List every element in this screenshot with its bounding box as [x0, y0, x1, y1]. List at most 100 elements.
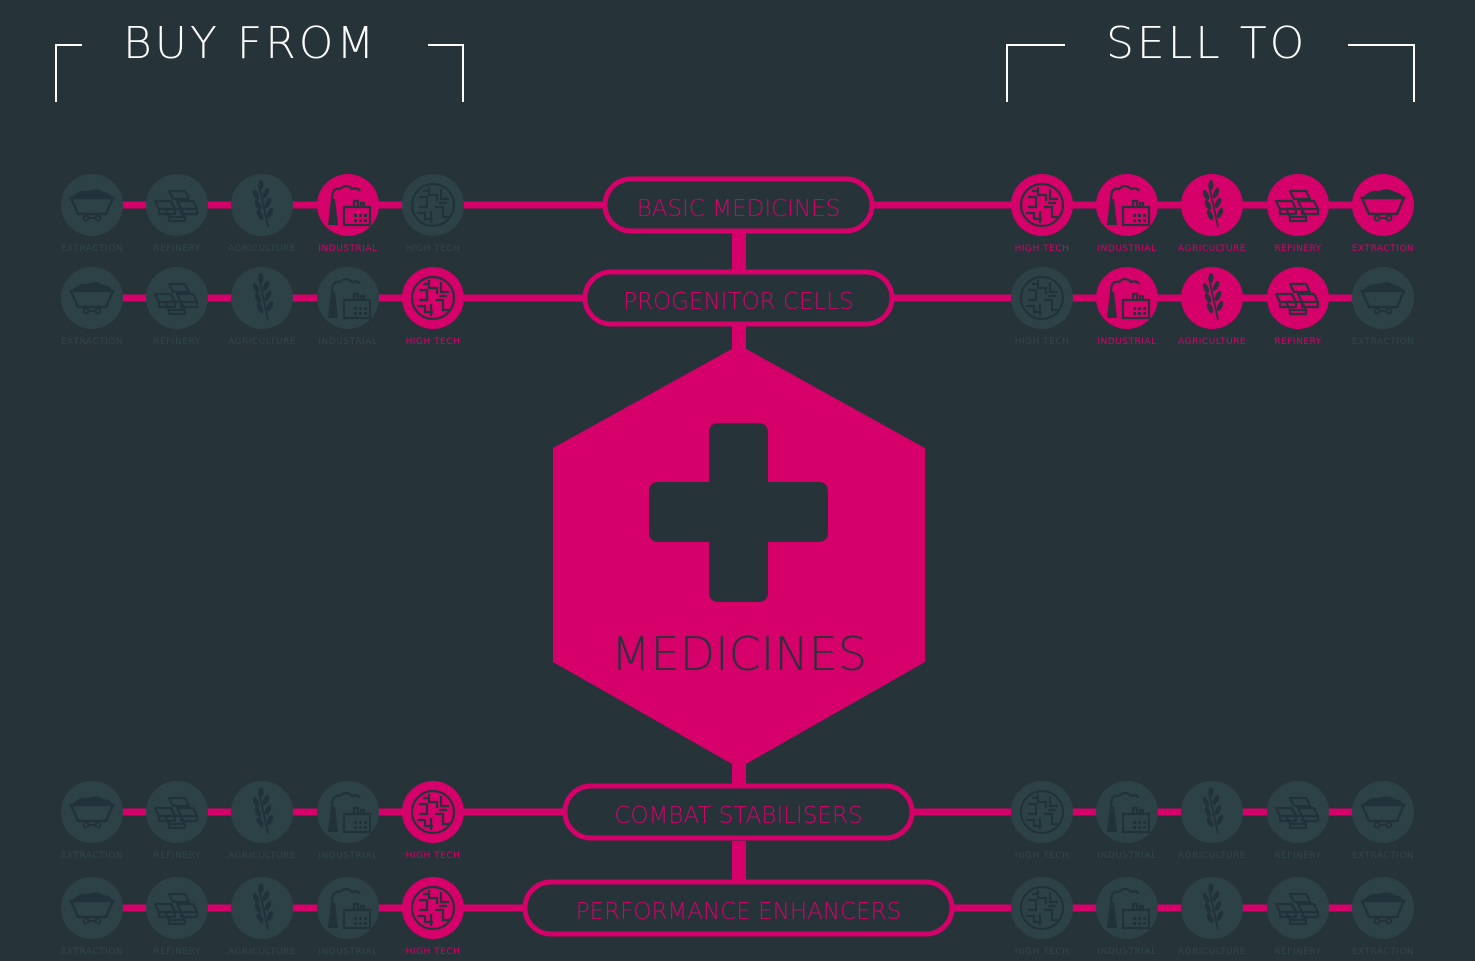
sector-label: HIGH TECH [1015, 947, 1070, 957]
vertical-connector [732, 233, 746, 273]
buy-sector-agriculture[interactable]: AGRICULTURE [228, 781, 296, 861]
sector-label: REFINERY [1274, 337, 1321, 347]
sell-sector-hightech[interactable]: HIGH TECH [1011, 781, 1073, 861]
sell-sector-extraction[interactable]: EXTRACTION [1352, 877, 1414, 957]
sell-sector-extraction[interactable]: EXTRACTION [1352, 267, 1414, 347]
buy-sector-refinery[interactable]: REFINERY [146, 174, 208, 254]
sell-sector-industrial[interactable]: INDUSTRIAL [1096, 267, 1158, 347]
product-row: BASIC MEDICINES EXTRACTION REFINERY AGRICUL… [61, 174, 1414, 254]
sector-label: INDUSTRIAL [1097, 244, 1156, 254]
sector-label: HIGH TECH [1015, 244, 1070, 254]
sector-circle [1181, 267, 1243, 329]
sector-label: EXTRACTION [61, 244, 123, 254]
buy-sector-industrial[interactable]: INDUSTRIAL [317, 781, 379, 861]
sell-sector-agriculture[interactable]: AGRICULTURE [1178, 877, 1246, 957]
buy-sector-hightech[interactable]: HIGH TECH [402, 781, 464, 861]
sell-to-title: SELL TO [1106, 18, 1308, 69]
sell-sector-industrial[interactable]: INDUSTRIAL [1096, 174, 1158, 254]
medical-cross-icon [649, 423, 828, 602]
product-pill[interactable] [522, 879, 955, 937]
sector-label: HIGH TECH [1015, 851, 1070, 861]
product-pill[interactable] [582, 269, 895, 327]
sector-circle [317, 877, 379, 939]
sector-label: EXTRACTION [1352, 947, 1414, 957]
sell-sector-refinery[interactable]: REFINERY [1267, 174, 1329, 254]
buy-sector-refinery[interactable]: REFINERY [146, 877, 208, 957]
sector-circle [1096, 877, 1158, 939]
sell-sector-extraction[interactable]: EXTRACTION [1352, 174, 1414, 254]
sector-circle [1181, 174, 1243, 236]
sector-label: HIGH TECH [406, 851, 461, 861]
sell-sector-hightech[interactable]: HIGH TECH [1011, 267, 1073, 347]
sell-sector-agriculture[interactable]: AGRICULTURE [1178, 267, 1246, 347]
sector-label: REFINERY [153, 947, 200, 957]
sell-sector-hightech[interactable]: HIGH TECH [1011, 174, 1073, 254]
buy-sector-extraction[interactable]: EXTRACTION [61, 174, 123, 254]
bracket-corner [55, 44, 82, 102]
buy-sector-extraction[interactable]: EXTRACTION [61, 877, 123, 957]
sector-circle [231, 781, 293, 843]
buy-sector-extraction[interactable]: EXTRACTION [61, 267, 123, 347]
sector-label: HIGH TECH [1015, 337, 1070, 347]
sell-sector-extraction[interactable]: EXTRACTION [1352, 781, 1414, 861]
sell-sector-refinery[interactable]: REFINERY [1267, 781, 1329, 861]
buy-sector-industrial[interactable]: INDUSTRIAL [317, 174, 379, 254]
sector-label: INDUSTRIAL [318, 851, 377, 861]
sell-sector-refinery[interactable]: REFINERY [1267, 877, 1329, 957]
sell-sector-refinery[interactable]: REFINERY [1267, 267, 1329, 347]
sector-circle [1352, 174, 1414, 236]
vertical-connector [732, 841, 746, 883]
sector-circle [1096, 174, 1158, 236]
sector-circle [1267, 781, 1329, 843]
product-name: PROGENITOR CELLS [623, 289, 854, 315]
sector-circle [1096, 267, 1158, 329]
buy-sector-refinery[interactable]: REFINERY [146, 267, 208, 347]
buy-sector-extraction[interactable]: EXTRACTION [61, 781, 123, 861]
sector-label: HIGH TECH [406, 337, 461, 347]
sector-label: INDUSTRIAL [1097, 851, 1156, 861]
product-row: PERFORMANCE ENHANCERS EXTRACTION REFINERY A… [61, 877, 1414, 957]
sell-sector-agriculture[interactable]: AGRICULTURE [1178, 174, 1246, 254]
sell-sector-agriculture[interactable]: AGRICULTURE [1178, 781, 1246, 861]
product-name: BASIC MEDICINES [637, 196, 841, 222]
product-pill[interactable] [562, 783, 915, 841]
sector-circle [1267, 267, 1329, 329]
bracket-corner [1348, 44, 1415, 102]
product-pill[interactable] [602, 176, 875, 234]
sell-sector-industrial[interactable]: INDUSTRIAL [1096, 781, 1158, 861]
sector-label: REFINERY [1274, 244, 1321, 254]
buy-sector-industrial[interactable]: INDUSTRIAL [317, 877, 379, 957]
sector-circle [1352, 877, 1414, 939]
sector-label: EXTRACTION [61, 851, 123, 861]
buy-from-title: BUY FROM [123, 18, 378, 69]
buy-sector-refinery[interactable]: REFINERY [146, 781, 208, 861]
sector-label: EXTRACTION [1352, 244, 1414, 254]
buy-sector-agriculture[interactable]: AGRICULTURE [228, 877, 296, 957]
bracket-corner [1006, 44, 1065, 102]
product-row: PROGENITOR CELLS EXTRACTION REFINERY AGRICU… [61, 267, 1414, 347]
sector-label: EXTRACTION [61, 947, 123, 957]
medicines-hexagon: MEDICINES [553, 345, 925, 768]
sector-label: INDUSTRIAL [318, 337, 377, 347]
buy-sector-industrial[interactable]: INDUSTRIAL [317, 267, 379, 347]
sector-circle [1267, 174, 1329, 236]
sector-circle [1096, 781, 1158, 843]
sector-circle [231, 174, 293, 236]
sector-circle [231, 877, 293, 939]
sector-circle [146, 174, 208, 236]
buy-sector-hightech[interactable]: HIGH TECH [402, 267, 464, 347]
center-title: MEDICINES [611, 627, 867, 681]
product-name: PERFORMANCE ENHANCERS [576, 899, 902, 925]
buy-sector-agriculture[interactable]: AGRICULTURE [228, 267, 296, 347]
buy-sector-agriculture[interactable]: AGRICULTURE [228, 174, 296, 254]
sector-label: INDUSTRIAL [1097, 947, 1156, 957]
sector-circle [146, 781, 208, 843]
bracket-corner [428, 44, 464, 102]
sector-circle [1352, 267, 1414, 329]
sell-sector-hightech[interactable]: HIGH TECH [1011, 877, 1073, 957]
buy-sector-hightech[interactable]: HIGH TECH [402, 174, 464, 254]
sell-sector-industrial[interactable]: INDUSTRIAL [1096, 877, 1158, 957]
buy-sector-hightech[interactable]: HIGH TECH [402, 877, 464, 957]
